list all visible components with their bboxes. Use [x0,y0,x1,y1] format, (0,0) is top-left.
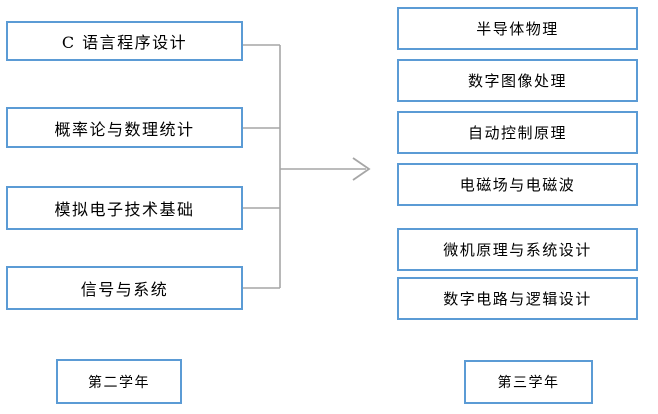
course-label: 数字电路与逻辑设计 [443,290,592,308]
course-box-right-1[interactable]: 半导体物理 [397,7,638,50]
course-box-right-2[interactable]: 数字图像处理 [397,59,638,102]
year-label: 第二学年 [88,374,150,391]
course-box-right-3[interactable]: 自动控制原理 [397,111,638,154]
course-label: 模拟电子技术基础 [54,200,195,219]
course-box-right-5[interactable]: 微机原理与系统设计 [397,228,638,271]
year-label-box-second-year: 第二学年 [56,359,182,404]
course-box-left-2[interactable]: 概率论与数理统计 [6,107,243,148]
course-label: C 语言程序设计 [61,33,188,52]
year-label: 第三学年 [497,375,560,391]
course-box-right-6[interactable]: 数字电路与逻辑设计 [397,277,638,320]
course-box-left-1[interactable]: C 语言程序设计 [6,21,243,61]
course-box-left-4[interactable]: 信号与系统 [6,266,243,310]
course-label: 微机原理与系统设计 [443,241,592,259]
course-label: 电磁场与电磁波 [459,176,576,194]
course-label: 概率论与数理统计 [54,119,195,139]
course-label: 自动控制原理 [467,124,567,142]
course-label: 数字图像处理 [467,72,567,90]
arrow-right-icon [352,157,371,181]
course-box-right-4[interactable]: 电磁场与电磁波 [397,163,638,206]
course-label: 信号与系统 [80,280,169,299]
year-label-box-third-year: 第三学年 [464,360,593,404]
course-box-left-3[interactable]: 模拟电子技术基础 [6,186,243,230]
course-label: 半导体物理 [476,20,559,38]
